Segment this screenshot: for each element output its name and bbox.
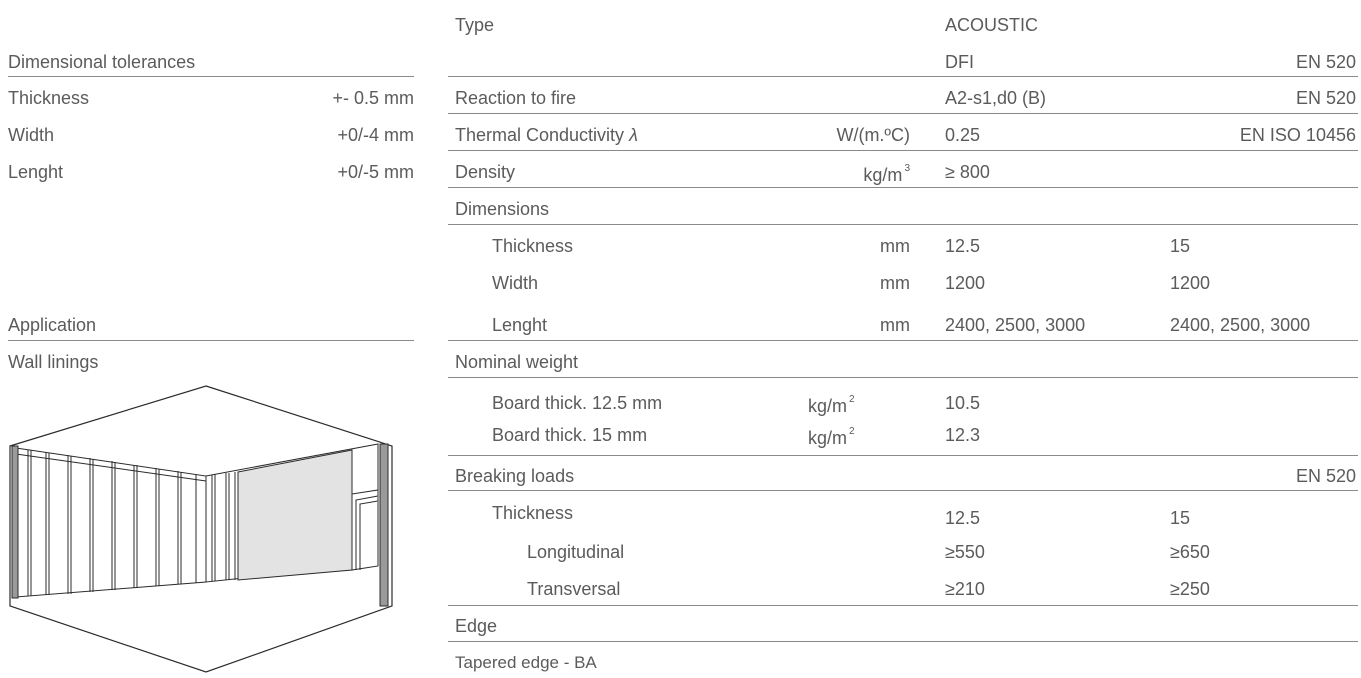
breaking-thickness-label: Thickness (492, 503, 574, 523)
tolerances-title: Dimensional tolerances (8, 52, 196, 72)
divider (448, 605, 1358, 606)
weight-value: 10.5 (945, 393, 981, 413)
divider (448, 490, 1358, 491)
breaking-row-label: Transversal (527, 579, 621, 599)
breaking-thickness-value: 12.5 (945, 508, 981, 528)
divider (448, 113, 1358, 114)
thermal-norm: EN ISO 10456 (1239, 125, 1356, 145)
dimensions-label: Dimensions (455, 199, 550, 219)
thermal-unit: W/(m.ºC) (836, 125, 910, 145)
class-value: DFI (945, 52, 974, 72)
application-title: Application (8, 315, 97, 335)
divider (448, 224, 1358, 225)
tolerance-label: Width (8, 125, 55, 145)
tolerance-value: +0/-4 mm (337, 125, 414, 145)
dimension-value: 15 (1170, 236, 1191, 256)
density-label: Density (455, 162, 516, 182)
weight-unit-exp: 2 (849, 394, 855, 405)
weight-unit-exp: 2 (849, 426, 855, 437)
tolerance-value: +- 0.5 mm (332, 88, 414, 108)
dimension-value: 1200 (1170, 273, 1211, 293)
weight-unit-base: kg/m (808, 396, 848, 416)
fire-norm: EN 520 (1295, 88, 1356, 108)
breaking-value: ≥250 (1170, 579, 1210, 599)
breaking-value: ≥650 (1170, 542, 1210, 562)
divider (448, 76, 1358, 77)
divider (448, 340, 1358, 341)
dimension-value: 12.5 (945, 236, 981, 256)
edge-value: Tapered edge - BA (455, 653, 597, 672)
dimension-value: 2400, 2500, 3000 (1170, 315, 1311, 335)
edge-label: Edge (455, 616, 498, 636)
density-unit-exp: 3 (904, 163, 910, 174)
dimension-unit: mm (880, 236, 910, 256)
fire-value: A2-s1,d0 (B) (945, 88, 1047, 108)
divider (448, 641, 1358, 642)
fire-label: Reaction to fire (455, 88, 577, 108)
tolerance-label: Thickness (8, 88, 90, 108)
dimension-label: Lenght (492, 315, 548, 335)
weight-label: Nominal weight (455, 352, 579, 372)
breaking-row-label: Longitudinal (527, 542, 625, 562)
lambda-symbol: λ (629, 125, 638, 145)
type-value: ACOUSTIC (945, 15, 1039, 35)
divider (8, 340, 414, 341)
tolerance-value: +0/-5 mm (337, 162, 414, 182)
density-unit-base: kg/m (863, 165, 903, 185)
tolerance-label: Lenght (8, 162, 64, 182)
thermal-label-text: Thermal Conductivity (455, 125, 630, 145)
divider (448, 187, 1358, 188)
application-value: Wall linings (8, 352, 99, 372)
thermal-value: 0.25 (945, 125, 981, 145)
divider (8, 76, 414, 77)
breaking-thickness-value: 15 (1170, 508, 1191, 528)
dimension-label: Width (492, 273, 539, 293)
dimension-value: 2400, 2500, 3000 (945, 315, 1086, 335)
weight-row-label: Board thick. 15 mm (492, 425, 648, 445)
dimension-unit: mm (880, 273, 910, 293)
divider (448, 455, 1358, 456)
weight-row-label: Board thick. 12.5 mm (492, 393, 663, 413)
class-norm: EN 520 (1295, 52, 1356, 72)
breaking-label: Breaking loads (455, 466, 575, 486)
breaking-value: ≥210 (945, 579, 985, 599)
weight-value: 12.3 (945, 425, 981, 445)
dimension-label: Thickness (492, 236, 574, 256)
dimension-value: 1200 (945, 273, 986, 293)
divider (448, 377, 1358, 378)
wall-lining-room-illustration-icon (9, 385, 393, 673)
thermal-label: Thermal Conductivity λ (455, 124, 638, 146)
breaking-norm: EN 520 (1295, 466, 1356, 486)
type-label: Type (455, 15, 495, 35)
dimension-unit: mm (880, 315, 910, 335)
divider (448, 150, 1358, 151)
breaking-value: ≥550 (945, 542, 985, 562)
density-value: ≥ 800 (945, 162, 990, 182)
weight-unit-base: kg/m (808, 428, 848, 448)
